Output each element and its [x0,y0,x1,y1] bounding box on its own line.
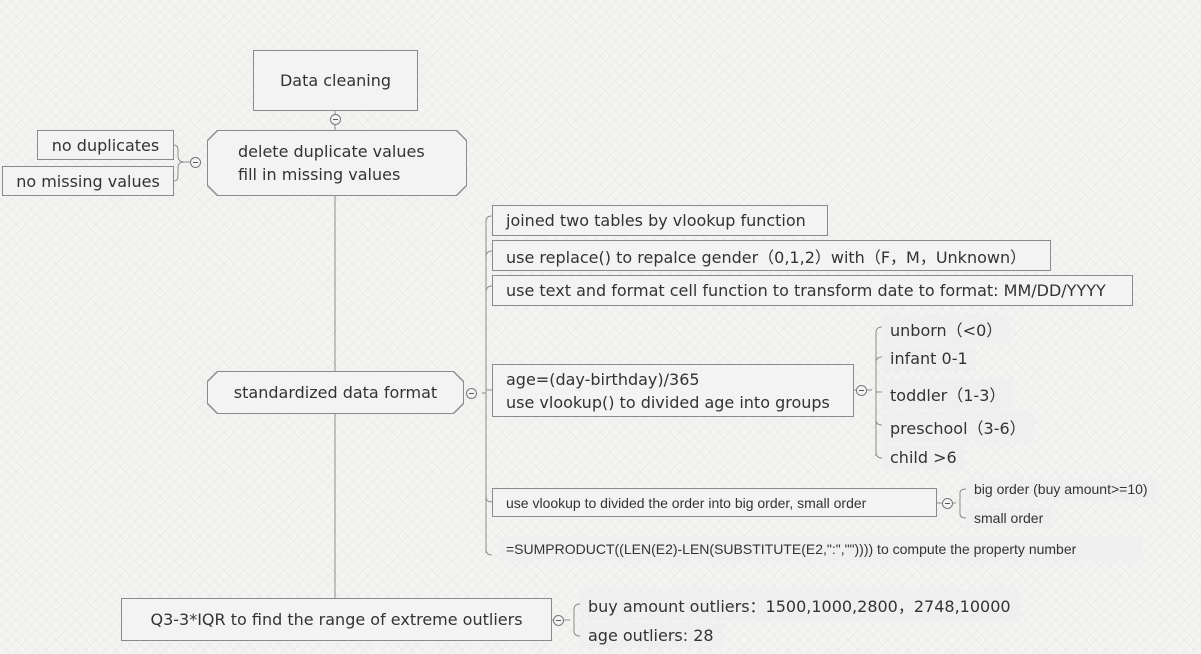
age-group-toddler[interactable]: toddler（1-3） [882,379,1014,409]
outlier-buy-amount[interactable]: buy amount outliers：1500,1000,2800，2748,… [580,590,1019,620]
standardize-node[interactable]: standardized data format [207,371,464,414]
item-replace-gender[interactable]: use replace() to repalce gender（0,1,2）wi… [492,240,1051,271]
age-line-1: age=(day-birthday)/365 [506,369,700,389]
item-join-tables[interactable]: joined two tables by vlookup function [492,205,828,236]
cleaning-line-2: fill in missing values [238,165,401,184]
order-group-big[interactable]: big order (buy amount>=10) [966,479,1156,499]
age-node[interactable]: age=(day-birthday)/365 use vlookup() to … [492,364,854,417]
age-line-2: use vlookup() to divided age into groups [506,392,830,412]
order-group-small[interactable]: small order [966,508,1052,528]
root-label: Data cleaning [279,71,392,90]
cleaning-node[interactable]: delete duplicate values fill in missing … [207,130,467,196]
collapse-toggle-outliers[interactable] [553,615,564,626]
collapse-toggle-age[interactable] [856,385,867,396]
item-join-tables-label: joined two tables by vlookup function [506,211,806,230]
collapse-toggle-root[interactable] [330,114,341,125]
collapse-toggle-order[interactable] [942,498,953,509]
outliers-node[interactable]: Q3-3*IQR to find the range of extreme ou… [121,598,552,641]
result-no-missing-values-label: no missing values [16,171,160,191]
age-group-preschool[interactable]: preschool（3-6） [882,412,1034,442]
item-date-format-label: use text and format cell function to tra… [506,281,1106,300]
collapse-toggle-cleaning[interactable] [190,157,201,168]
order-label: use vlookup to divided the order into bi… [506,494,867,511]
standardize-label: standardized data format [233,383,438,402]
outliers-label: Q3-3*IQR to find the range of extreme ou… [150,610,523,629]
result-no-duplicates-label: no duplicates [51,135,160,155]
root-node[interactable]: Data cleaning [253,50,418,111]
result-no-missing-values[interactable]: no missing values [2,166,174,196]
order-node[interactable]: use vlookup to divided the order into bi… [492,488,937,517]
item-replace-gender-label: use replace() to repalce gender（0,1,2）wi… [506,247,1027,267]
item-date-format[interactable]: use text and format cell function to tra… [492,275,1133,306]
item-property-formula[interactable]: =SUMPRODUCT((LEN(E2)-LEN(SUBSTITUTE(E2,"… [500,537,1142,561]
age-group-child[interactable]: child >6 [882,445,965,470]
cleaning-line-1: delete duplicate values [238,142,425,161]
collapse-toggle-standardize[interactable] [466,388,477,399]
result-no-duplicates[interactable]: no duplicates [37,130,174,160]
age-group-infant[interactable]: infant 0-1 [882,346,976,371]
outlier-age[interactable]: age outliers: 28 [580,623,722,648]
age-group-unborn[interactable]: unborn（<0） [882,314,1011,344]
